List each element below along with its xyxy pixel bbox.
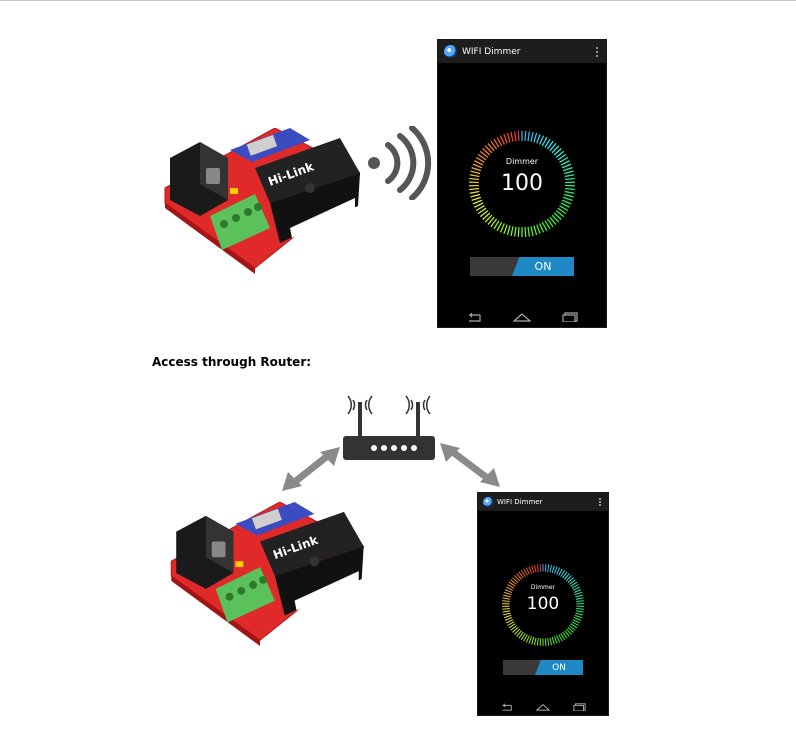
- app-bar: WIFI Dimmer: [478, 493, 608, 511]
- app-icon: [483, 497, 493, 507]
- dimmer-board-image-bottom: Hi-Link: [155, 502, 375, 650]
- gauge-tick: [500, 224, 504, 233]
- gauge-tick: [526, 568, 529, 575]
- router-icon: [338, 390, 438, 469]
- phone-screen-bottom: WIFI Dimmer Dimmer 100 ON: [478, 493, 608, 715]
- double-arrow-icon: [440, 442, 502, 492]
- gauge-tick: [534, 133, 537, 142]
- toggle-on-label: ON: [535, 660, 583, 675]
- gauge-tick: [552, 637, 554, 644]
- gauge-tick: [532, 637, 534, 644]
- gauge-tick: [534, 565, 536, 572]
- gauge-tick: [515, 132, 516, 142]
- gauge-tick: [529, 636, 532, 643]
- gauge-tick: [545, 638, 546, 646]
- gauge-tick: [515, 227, 516, 237]
- gauge-label: Dimmer: [438, 157, 606, 166]
- recents-icon[interactable]: [573, 703, 586, 711]
- gauge-tick: [537, 564, 538, 571]
- gauge-tick: [540, 564, 541, 572]
- dimmer-board-image-top: Hi-Link: [160, 128, 360, 278]
- gauge-tick: [525, 227, 526, 237]
- gauge-tick: [548, 638, 549, 645]
- gauge-tick: [529, 566, 532, 573]
- gauge-tick: [557, 636, 560, 643]
- gauge-value: 100: [438, 171, 606, 196]
- gauge-tick: [531, 226, 533, 236]
- recents-icon[interactable]: [562, 312, 578, 322]
- gauge-tick: [563, 197, 572, 200]
- gauge-tick: [537, 134, 540, 143]
- power-toggle[interactable]: ON: [503, 660, 583, 675]
- gauge-tick: [511, 132, 513, 142]
- gauge-tick: [575, 615, 582, 617]
- gauge-tick: [528, 227, 529, 237]
- gauge-tick: [528, 132, 529, 142]
- gauge-tick: [525, 131, 526, 141]
- gauge-tick: [548, 564, 549, 571]
- home-icon[interactable]: [513, 312, 531, 322]
- gauge-tick: [540, 136, 544, 145]
- gauge-tick: [562, 200, 571, 204]
- app-title: WIFI Dimmer: [462, 47, 520, 57]
- phone-screen-top: WIFI Dimmer Dimmer 100 ON: [438, 40, 606, 327]
- gauge-tick: [505, 618, 512, 621]
- top-divider: [0, 0, 796, 1]
- gauge-tick: [550, 638, 552, 645]
- gauge-tick: [550, 565, 552, 572]
- system-nav-bar: [438, 307, 606, 327]
- gauge-tick: [504, 134, 507, 143]
- app-title: WIFI Dimmer: [497, 498, 542, 506]
- overflow-menu-icon[interactable]: [599, 498, 601, 506]
- gauge-tick: [552, 566, 554, 573]
- gauge-tick: [545, 564, 546, 572]
- gauge-tick: [526, 636, 529, 643]
- back-icon[interactable]: [466, 312, 482, 322]
- gauge-value: 100: [478, 594, 608, 614]
- gauge-tick: [540, 224, 544, 233]
- power-toggle[interactable]: ON: [470, 257, 574, 276]
- gauge-tick: [574, 618, 581, 621]
- gauge-tick: [473, 200, 482, 204]
- double-arrow-icon: [280, 446, 342, 496]
- gauge-tick: [532, 566, 534, 573]
- gauge-tick: [504, 615, 511, 617]
- home-icon[interactable]: [536, 703, 550, 711]
- wifi-signal-icon: [366, 126, 440, 204]
- gauge-tick: [557, 568, 560, 575]
- gauge-tick: [507, 226, 510, 235]
- gauge-tick: [504, 225, 507, 234]
- back-icon[interactable]: [500, 703, 513, 711]
- gauge-label: Dimmer: [478, 584, 608, 591]
- app-bar: WIFI Dimmer: [438, 40, 606, 63]
- gauge-tick: [540, 638, 541, 646]
- gauge-tick: [554, 636, 557, 643]
- gauge-tick: [554, 566, 557, 573]
- gauge-tick: [534, 226, 537, 235]
- gauge-tick: [500, 136, 504, 145]
- gauge-tick: [511, 226, 513, 236]
- toggle-on-label: ON: [512, 257, 574, 276]
- section-heading: Access through Router:: [152, 355, 311, 369]
- overflow-menu-icon[interactable]: [596, 47, 598, 57]
- gauge-tick: [537, 638, 538, 645]
- gauge-tick: [518, 131, 519, 141]
- gauge-tick: [534, 638, 536, 645]
- gauge-tick: [507, 133, 510, 142]
- app-icon: [444, 45, 457, 58]
- gauge-tick: [472, 197, 481, 200]
- system-nav-bar: [478, 699, 608, 715]
- gauge-tick: [537, 225, 540, 234]
- gauge-tick: [518, 227, 519, 237]
- gauge-tick: [531, 132, 533, 142]
